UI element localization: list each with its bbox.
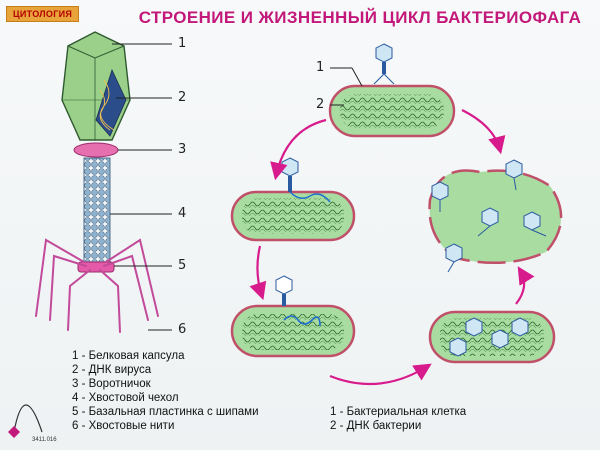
legend-phage-4: 4 - Хвостовой чехол [72, 392, 179, 404]
cycle-stage-1 [328, 43, 456, 138]
poster-title: СТРОЕНИЕ И ЖИЗНЕННЫЙ ЦИКЛ БАКТЕРИОФАГА [138, 8, 582, 27]
legend-cell-2: 2 - ДНК бактерии [330, 420, 422, 432]
collar-icon [73, 142, 119, 158]
publisher-logo [8, 404, 43, 438]
cell-marker-2: 2 [316, 97, 325, 112]
cycle-stage-5 [428, 159, 563, 273]
tail-sheath-icon [83, 157, 111, 265]
cell-marker-1: 1 [316, 60, 325, 75]
marker-2: 2 [178, 90, 187, 105]
legend-cell-1: 1 - Бактериальная клетка [330, 406, 467, 418]
baseplate-icon [77, 261, 115, 273]
cycle-stage-3 [230, 275, 356, 358]
legend-phage-2: 2 - ДНК вируса [72, 364, 152, 376]
legend-phage-5: 5 - Базальная пластинка с шипами [72, 406, 259, 418]
viral-dna-icon [95, 68, 127, 137]
cycle-stage-4 [428, 310, 556, 364]
catalog-code: 3411.016 [32, 437, 57, 443]
marker-5: 5 [178, 258, 187, 273]
marker-3: 3 [178, 142, 187, 157]
marker-1: 1 [178, 36, 187, 51]
topic-badge: ЦИТОЛОГИЯ [6, 6, 80, 22]
legend-phage-3: 3 - Воротничок [72, 378, 151, 390]
marker-4: 4 [178, 206, 187, 221]
marker-6: 6 [178, 322, 187, 337]
legend-phage-6: 6 - Хвостовые нити [72, 420, 175, 432]
legend-phage-1: 1 - Белковая капсула [72, 350, 185, 362]
phage-structure [35, 31, 159, 333]
cycle-stage-2 [230, 157, 356, 242]
tail-fibers-icon [35, 238, 159, 333]
cycle-arrows [249, 109, 535, 386]
